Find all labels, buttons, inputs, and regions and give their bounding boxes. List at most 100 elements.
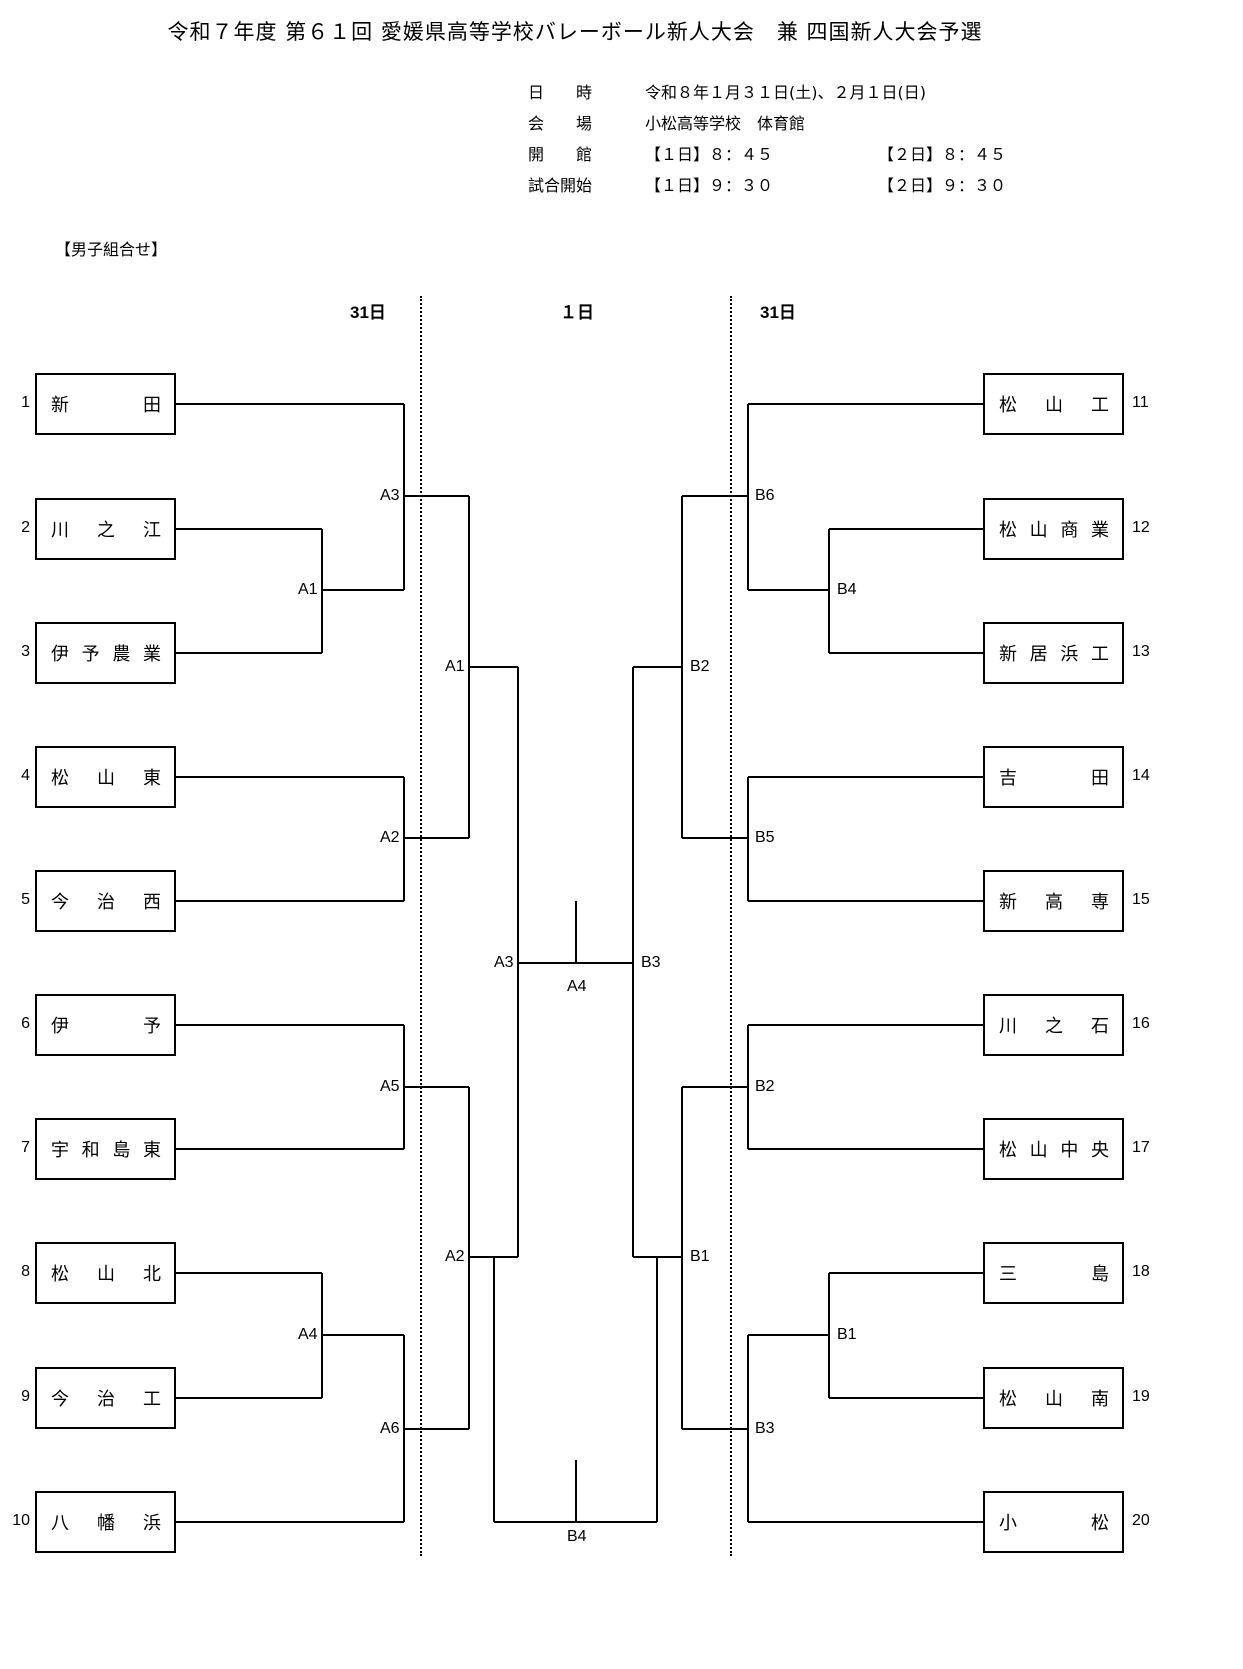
- team-box: 新田: [35, 373, 176, 435]
- match-label: A5: [380, 1078, 400, 1095]
- team-name-char: 新: [999, 644, 1017, 665]
- seed-number: 13: [1132, 643, 1150, 660]
- final-label: B4: [567, 1528, 587, 1545]
- seed-number: 1: [21, 394, 30, 411]
- team-box: 松山中央: [983, 1118, 1124, 1180]
- team-box: 松山商業: [983, 498, 1124, 560]
- seed-number: 4: [21, 767, 30, 784]
- match-label: B2: [690, 658, 710, 675]
- info-value: 【１日】９：３０: [645, 176, 774, 195]
- team-name-char: 山: [1029, 1140, 1048, 1161]
- match-label: A3: [494, 954, 514, 971]
- seed-number: 14: [1132, 767, 1150, 784]
- team-name: 松山東: [51, 764, 161, 790]
- info-label: 日 時: [528, 83, 593, 102]
- team-box: 川之石: [983, 994, 1124, 1056]
- team-name-char: 伊: [51, 644, 69, 665]
- team-name: 伊予農業: [51, 640, 161, 666]
- match-label: B6: [755, 487, 775, 504]
- seed-number: 11: [1132, 394, 1149, 411]
- team-name: 吉田: [999, 764, 1109, 790]
- day-header-left: 31日: [350, 303, 386, 322]
- final-label: A4: [567, 978, 587, 995]
- team-name-char: 西: [143, 892, 161, 913]
- team-name-char: 伊: [51, 1016, 69, 1037]
- team-name-char: 山: [1045, 1389, 1063, 1410]
- team-name-char: 山: [97, 768, 115, 789]
- team-name: 松山南: [999, 1385, 1109, 1411]
- seed-number: 6: [21, 1015, 30, 1032]
- team-box: 今治工: [35, 1367, 176, 1429]
- divider-left: [420, 296, 422, 1556]
- team-name-char: 小: [999, 1513, 1017, 1534]
- team-box: 新高専: [983, 870, 1124, 932]
- team-box: 宇和島東: [35, 1118, 176, 1180]
- team-name-char: 島: [112, 1140, 131, 1161]
- team-name: 三島: [999, 1260, 1109, 1286]
- match-label: B3: [755, 1420, 775, 1437]
- team-box: 八幡浜: [35, 1491, 176, 1553]
- team-name: 新居浜工: [999, 640, 1109, 666]
- info-value-day2: 【２日】８：４５: [878, 145, 1007, 164]
- team-name-char: 央: [1090, 1140, 1109, 1161]
- team-name-char: 南: [1091, 1389, 1109, 1410]
- seed-number: 12: [1132, 519, 1150, 536]
- team-name-char: 高: [1045, 892, 1063, 913]
- team-name-char: 川: [999, 1016, 1017, 1037]
- team-name-char: 田: [1091, 768, 1109, 789]
- team-name: 今治工: [51, 1385, 161, 1411]
- team-box: 今治西: [35, 870, 176, 932]
- match-label: B3: [641, 954, 661, 971]
- team-name-char: 工: [1091, 395, 1109, 416]
- team-name-char: 農: [112, 644, 131, 665]
- team-name-char: 専: [1091, 892, 1109, 913]
- team-name-char: 予: [81, 644, 100, 665]
- team-name: 松山商業: [999, 516, 1109, 542]
- match-label: A1: [298, 581, 318, 598]
- team-box: 川之江: [35, 498, 176, 560]
- page-title: 令和７年度 第６１回 愛媛県高等学校バレーボール新人大会 兼 四国新人大会予選: [167, 20, 983, 44]
- info-label: 試合開始: [528, 176, 593, 195]
- team-name-char: 吉: [999, 768, 1017, 789]
- team-box: 伊予: [35, 994, 176, 1056]
- team-name-char: 工: [143, 1389, 161, 1410]
- team-box: 新居浜工: [983, 622, 1124, 684]
- team-name-char: 松: [999, 395, 1017, 416]
- team-name-char: 之: [1045, 1016, 1063, 1037]
- info-label: 開 館: [528, 145, 593, 164]
- info-value: 【１日】８：４５: [645, 145, 774, 164]
- team-name-char: 田: [143, 395, 161, 416]
- team-box: 吉田: [983, 746, 1124, 808]
- team-name: 新高専: [999, 888, 1109, 914]
- team-box: 松山東: [35, 746, 176, 808]
- team-box: 松山工: [983, 373, 1124, 435]
- section-heading: 【男子組合せ】: [55, 240, 168, 259]
- team-box: 三島: [983, 1242, 1124, 1304]
- team-name-char: 予: [143, 1016, 161, 1037]
- match-label: A1: [445, 658, 465, 675]
- team-name-char: 新: [51, 395, 69, 416]
- seed-number: 16: [1132, 1015, 1150, 1032]
- team-name-char: 松: [999, 1389, 1017, 1410]
- team-name-char: 和: [81, 1140, 100, 1161]
- team-name-char: 工: [1090, 644, 1109, 665]
- team-name: 今治西: [51, 888, 161, 914]
- team-name: 伊予: [51, 1012, 161, 1038]
- team-name: 松山中央: [999, 1136, 1109, 1162]
- team-name-char: 松: [999, 1140, 1017, 1161]
- team-name: 川之石: [999, 1012, 1109, 1038]
- team-box: 伊予農業: [35, 622, 176, 684]
- seed-number: 15: [1132, 891, 1150, 908]
- match-label: B5: [755, 829, 775, 846]
- seed-number: 17: [1132, 1139, 1150, 1156]
- team-name-char: 川: [51, 520, 69, 541]
- team-name-char: 浜: [143, 1513, 161, 1534]
- team-name-char: 業: [142, 644, 161, 665]
- team-name-char: 東: [142, 1140, 161, 1161]
- team-name-char: 島: [1091, 1264, 1109, 1285]
- seed-number: 2: [21, 519, 30, 536]
- seed-number: 19: [1132, 1388, 1150, 1405]
- team-name-char: 浜: [1060, 644, 1079, 665]
- match-label: A4: [298, 1326, 318, 1343]
- seed-number: 10: [12, 1512, 30, 1529]
